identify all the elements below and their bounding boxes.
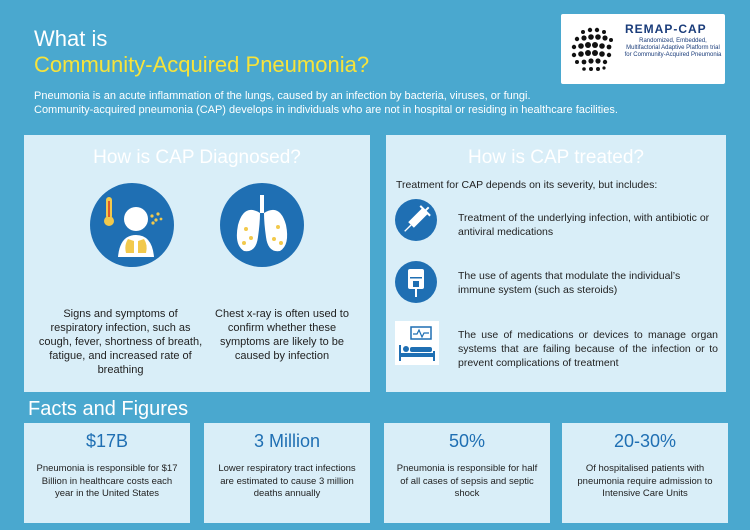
diagnosis-heading: How is CAP Diagnosed? — [93, 147, 301, 168]
fact-text: Pneumonia is responsible for half of all… — [396, 463, 538, 499]
thermometer-person-icon — [90, 183, 174, 267]
treatment-heading: How is CAP treated? — [467, 147, 644, 168]
fact-text: Pneumonia is responsible for $17 Billion… — [36, 463, 178, 499]
title-line-2: Community-Acquired Pneumonia? — [34, 52, 370, 77]
treatment-infection-text: Treatment of the underlying infection, w… — [458, 212, 710, 238]
fact-value: 50% — [448, 431, 486, 451]
diagnosis-xray-text: Chest x-ray is often used to confirm whe… — [215, 308, 349, 362]
hospital-bed-icon — [395, 321, 439, 365]
fact-text: Of hospitalised patients with pneumonia … — [577, 463, 713, 499]
fact-value: 20-30% — [613, 431, 677, 451]
fact-card-cost: $17B Pneumonia is responsible for $17 Bi… — [24, 423, 190, 523]
fact-value: 3 Million — [253, 431, 321, 451]
fact-card-deaths: 3 Million Lower respiratory tract infect… — [204, 423, 370, 523]
globe-logo-icon — [568, 23, 620, 75]
remap-cap-logo: REMAP-CAP Randomized, Embedded, Multifac… — [561, 14, 725, 84]
treatment-immune-text: The use of agents that modulate the indi… — [458, 270, 681, 296]
logo-subtitle: Randomized, Embedded, Multifactorial Ada… — [624, 38, 722, 58]
fact-card-sepsis: 50% Pneumonia is responsible for half of… — [384, 423, 550, 523]
intro-text: Pneumonia is an acute inflammation of th… — [34, 89, 724, 117]
treatment-organ-text: The use of medications or devices to man… — [458, 329, 718, 369]
logo-title: REMAP-CAP — [625, 22, 707, 36]
fact-card-icu: 20-30% Of hospitalised patients with pne… — [562, 423, 728, 523]
title-line-1: What is — [34, 26, 108, 51]
diagnosis-panel: How is CAP Diagnosed? Signs and symptoms… — [24, 135, 370, 392]
treatment-panel: How is CAP treated? Treatment for CAP de… — [386, 135, 726, 392]
treatment-intro: Treatment for CAP depends on its severit… — [396, 179, 658, 191]
lungs-icon — [220, 183, 304, 267]
intro-line-2: Community-acquired pneumonia (CAP) devel… — [34, 104, 618, 116]
fact-value: $17B — [85, 431, 129, 451]
fact-text: Lower respiratory tract infections are e… — [218, 463, 356, 499]
diagnosis-symptoms-text: Signs and symptoms of respiratory infect… — [38, 308, 203, 376]
iv-bag-icon — [395, 261, 437, 303]
intro-line-1: Pneumonia is an acute inflammation of th… — [34, 90, 531, 102]
facts-heading: Facts and Figures — [28, 398, 189, 420]
syringe-icon — [395, 199, 437, 241]
